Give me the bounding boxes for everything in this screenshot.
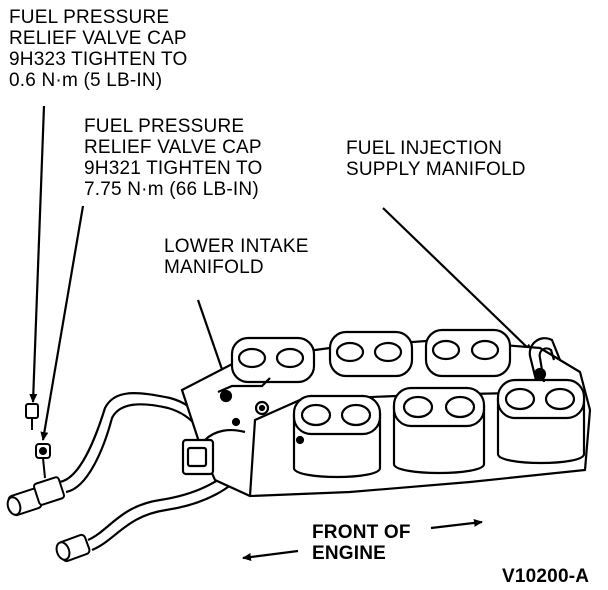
arrow-cap-9h323: [29, 105, 46, 403]
label-lower-intake-line2: MANIFOLD: [164, 257, 264, 278]
label-front-of-engine: FRONT OF ENGINE: [312, 522, 411, 564]
label-front-of-engine-line1: FRONT OF: [312, 522, 411, 543]
label-cap-9h323-line3: 9H323 TIGHTEN TO: [9, 49, 188, 70]
label-cap-9h323-line4: 0.6 N·m (5 LB-IN): [9, 70, 163, 91]
arrow-lower-intake: [196, 299, 227, 379]
rear-runner-ports: [230, 328, 512, 384]
label-supply-manifold-line1: FUEL INJECTION: [346, 138, 503, 159]
arrow-front-right: [430, 518, 483, 530]
arrow-supply-manifold: [382, 207, 533, 353]
fuel-injection-supply-manifold: [217, 337, 562, 445]
arrow-front-left: [242, 549, 299, 561]
label-cap-9h321-line2: RELIEF VALVE CAP: [84, 137, 262, 158]
fuel-line-fittings: [6, 476, 91, 563]
label-cap-9h321-line3: 9H321 TIGHTEN TO: [84, 158, 263, 179]
label-cap-9h323-line2: RELIEF VALVE CAP: [9, 28, 187, 49]
label-cap-9h323-line1: FUEL PRESSURE: [9, 7, 170, 28]
relief-valve-cap-9h323: [25, 403, 39, 430]
label-supply-manifold-line2: SUPPLY MANIFOLD: [346, 159, 526, 180]
relief-valve-cap-9h321: [35, 443, 51, 479]
label-lower-intake-line1: LOWER INTAKE: [164, 236, 309, 257]
label-cap-9h321: FUEL PRESSURE RELIEF VALVE CAP 9H321 TIG…: [84, 116, 263, 200]
label-cap-9h321-line1: FUEL PRESSURE: [84, 116, 245, 137]
figure-id: V10200-A: [502, 566, 590, 587]
label-supply-manifold: FUEL INJECTION SUPPLY MANIFOLD: [346, 138, 526, 180]
front-runner-ports: [292, 378, 586, 479]
leader-arrows: [29, 105, 533, 561]
label-cap-9h323: FUEL PRESSURE RELIEF VALVE CAP 9H323 TIG…: [9, 7, 188, 91]
label-lower-intake: LOWER INTAKE MANIFOLD: [164, 236, 309, 278]
label-cap-9h321-line4: 7.75 N·m (66 LB-IN): [84, 179, 259, 200]
arrow-cap-9h321: [40, 205, 85, 441]
label-front-of-engine-line2: ENGINE: [312, 543, 387, 564]
